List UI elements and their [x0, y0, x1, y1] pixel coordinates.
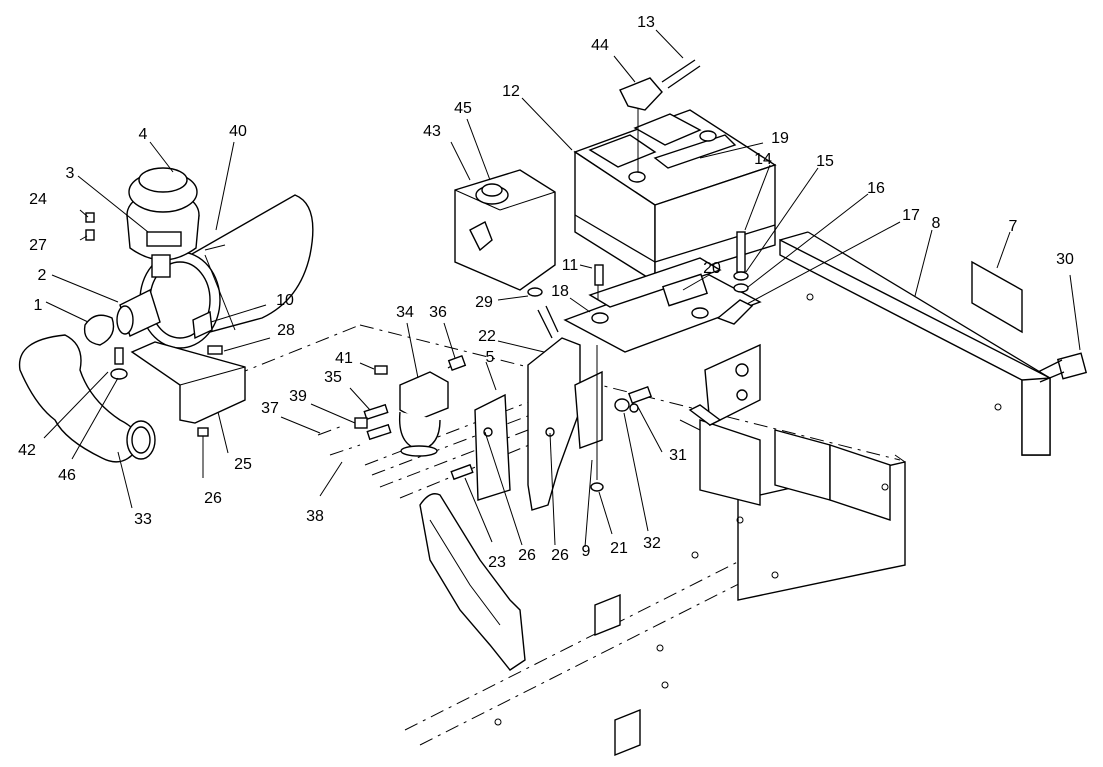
callout-34: 34 [396, 304, 414, 321]
callout-7: 7 [1009, 218, 1018, 235]
callout-13: 13 [637, 14, 655, 31]
callout-17: 17 [902, 207, 920, 224]
callout-16: 16 [867, 180, 885, 197]
callout-32: 32 [643, 535, 661, 552]
leader-lines [43, 29, 1081, 548]
hose-fittings [317, 403, 392, 456]
callout-40: 40 [229, 123, 247, 140]
callout-26-c: 26 [204, 490, 222, 507]
callout-38: 38 [306, 508, 324, 525]
callout-35: 35 [324, 369, 342, 386]
callout-5: 5 [486, 349, 495, 366]
callout-42: 42 [18, 442, 36, 459]
main-frame [234, 324, 906, 757]
callout-14: 14 [754, 151, 772, 168]
coolant-reservoir [454, 169, 559, 339]
callout-45: 45 [454, 100, 472, 117]
callout-10: 10 [276, 292, 294, 309]
callout-24: 24 [29, 191, 47, 208]
callout-8: 8 [932, 215, 941, 232]
decal [971, 260, 1023, 334]
callout-12: 12 [502, 83, 520, 100]
callout-19: 19 [771, 130, 789, 147]
battery-hardware [594, 231, 754, 325]
callout-30: 30 [1056, 251, 1074, 268]
callout-26-a: 26 [518, 547, 536, 564]
mount-brackets [474, 337, 603, 511]
callout-21: 21 [610, 540, 628, 557]
battery [563, 109, 777, 353]
callout-39: 39 [289, 388, 307, 405]
callout-29: 29 [475, 294, 493, 311]
air-cleaner-bracket [85, 212, 246, 437]
callout-1: 1 [34, 297, 43, 314]
callout-41: 41 [335, 350, 353, 367]
callout-27: 27 [29, 237, 47, 254]
callout-11: 11 [562, 257, 579, 274]
callout-46: 46 [58, 467, 76, 484]
callout-28: 28 [277, 322, 295, 339]
callout-4: 4 [139, 126, 148, 143]
cross-bar [779, 231, 1051, 456]
callout-15: 15 [816, 153, 834, 170]
callout-22: 22 [478, 328, 496, 345]
fuel-filter [374, 355, 467, 457]
callout-36: 36 [429, 304, 447, 321]
callout-20: 20 [703, 260, 721, 277]
callout-18: 18 [551, 283, 569, 300]
callout-43: 43 [423, 123, 441, 140]
callout-25: 25 [234, 456, 252, 473]
callout-2: 2 [38, 267, 47, 284]
callout-33: 33 [134, 511, 152, 528]
callout-44: 44 [591, 37, 609, 54]
air-cleaner [83, 167, 314, 349]
callout-31: 31 [669, 447, 687, 464]
bolt [1037, 352, 1088, 383]
callout-labels: 1 2 3 4 5 7 8 9 10 11 12 13 14 15 16 17 … [18, 14, 1074, 571]
misc-hardware [450, 345, 701, 492]
callout-9: 9 [582, 543, 591, 560]
callout-26-b: 26 [551, 547, 569, 564]
intake-hose [18, 334, 156, 463]
callout-23: 23 [488, 554, 506, 571]
battery-cable [619, 59, 701, 172]
callout-37: 37 [261, 400, 279, 417]
callout-3: 3 [66, 165, 75, 182]
